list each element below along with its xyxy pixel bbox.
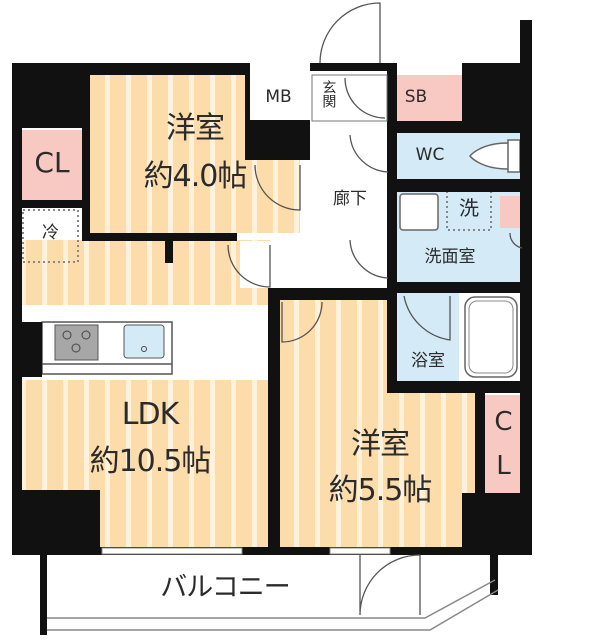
entrance-label: 玄関	[320, 80, 337, 108]
fridge-label: 冷	[42, 223, 59, 243]
sink-icon	[123, 324, 165, 359]
ldk-window	[101, 547, 243, 555]
ldk-floor-top	[20, 240, 270, 305]
toilet-label: WC	[415, 145, 445, 165]
closet-1-label: CL	[34, 146, 70, 179]
corridor-label: 廊下	[333, 189, 367, 209]
balcony-outline	[47, 579, 499, 631]
meter-box	[250, 75, 307, 120]
shoe-box-label: SB	[404, 87, 428, 107]
wash-basin-icon	[399, 193, 439, 231]
western-room-1-name: 洋室	[166, 111, 225, 146]
washroom-label: 洗面室	[424, 247, 476, 267]
meter-box-label: MB	[265, 87, 292, 107]
stove-icon	[54, 324, 99, 361]
corridor-floor-2	[240, 241, 387, 288]
western-room-1-size: 約4.0帖	[143, 159, 248, 194]
bathtub-icon	[464, 296, 518, 378]
ldk-name: LDK	[121, 397, 180, 432]
washer-label: 洗	[459, 196, 479, 220]
room2-window	[329, 547, 391, 555]
closet-2	[485, 395, 522, 493]
door-swings	[227, 2, 523, 616]
walls	[12, 20, 532, 635]
toilet-icon	[469, 139, 521, 173]
fridge-space	[22, 209, 79, 263]
closet-2-label-top: C	[494, 407, 513, 437]
western-room-2-size: 約5.5帖	[328, 473, 433, 508]
shoe-box	[397, 75, 462, 121]
closet-2-label-bottom: L	[496, 451, 511, 481]
washer-outlet-pink	[500, 196, 522, 228]
bathroom-label: 浴室	[411, 351, 445, 371]
closet-1	[22, 130, 82, 200]
ldk-size: 約10.5帖	[89, 444, 212, 479]
balcony-label: バルコニー	[160, 572, 290, 603]
western-room-2-name: 洋室	[351, 427, 410, 462]
